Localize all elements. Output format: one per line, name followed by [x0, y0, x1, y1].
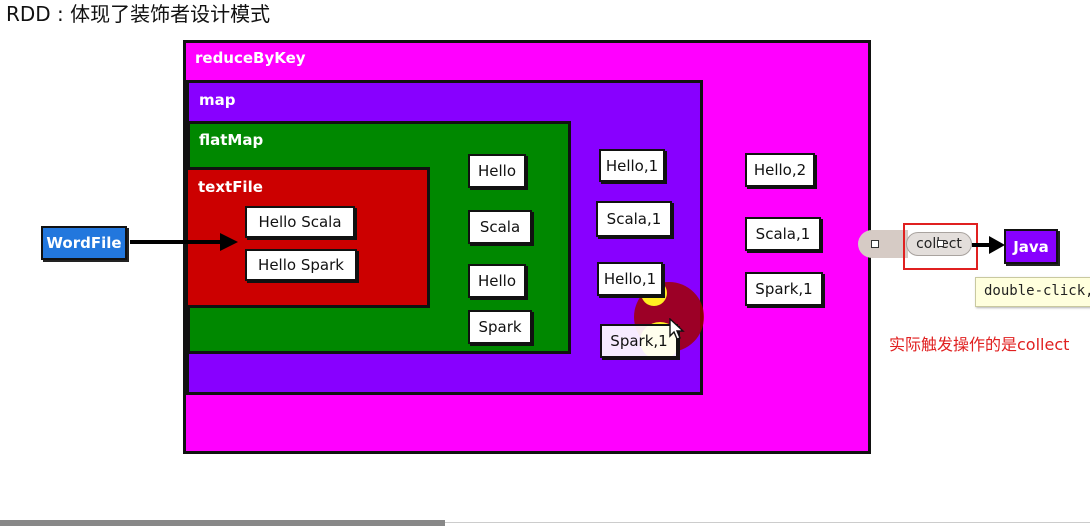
connector-handle-knob[interactable]	[871, 240, 879, 248]
tooltip: double-click,	[975, 277, 1090, 307]
mouse-pointer-icon	[669, 318, 685, 340]
arrow-right-icon	[972, 236, 1005, 254]
collect-highlight-frame	[903, 223, 978, 270]
connector-handle-knob[interactable]	[937, 240, 944, 247]
textfile-label: textFile	[198, 178, 263, 196]
reducebykey-label: reduceByKey	[195, 49, 306, 67]
reduce-result: Scala,1	[745, 217, 821, 251]
collect-button[interactable]: collect	[906, 232, 972, 256]
flatmap-label: flatMap	[199, 131, 264, 149]
map-pair: Hello,1	[599, 149, 665, 182]
flatmap-word: Spark	[468, 310, 532, 344]
map-pair: Spark,1	[600, 324, 678, 358]
divider	[0, 522, 1090, 523]
scrollbar[interactable]	[0, 520, 445, 526]
reduce-result: Spark,1	[745, 272, 823, 306]
map-label: map	[199, 91, 236, 109]
wordfile-node: WordFile	[41, 226, 127, 260]
text-line: Hello Spark	[245, 249, 357, 281]
arrow-right-icon	[130, 233, 238, 251]
map-pair: Hello,1	[597, 262, 663, 296]
page-title: RDD : 体现了装饰者设计模式	[6, 2, 271, 26]
flatmap-word: Hello	[468, 154, 526, 188]
flatmap-word: Hello	[468, 264, 526, 298]
map-pair: Scala,1	[596, 201, 672, 237]
java-node: Java	[1004, 229, 1058, 264]
reduce-result: Hello,2	[745, 153, 815, 187]
flatmap-word: Scala	[468, 210, 532, 244]
connector-handle[interactable]	[858, 230, 908, 258]
text-line: Hello Scala	[245, 206, 355, 238]
annotation-note: 实际触发操作的是collect	[889, 335, 1070, 354]
